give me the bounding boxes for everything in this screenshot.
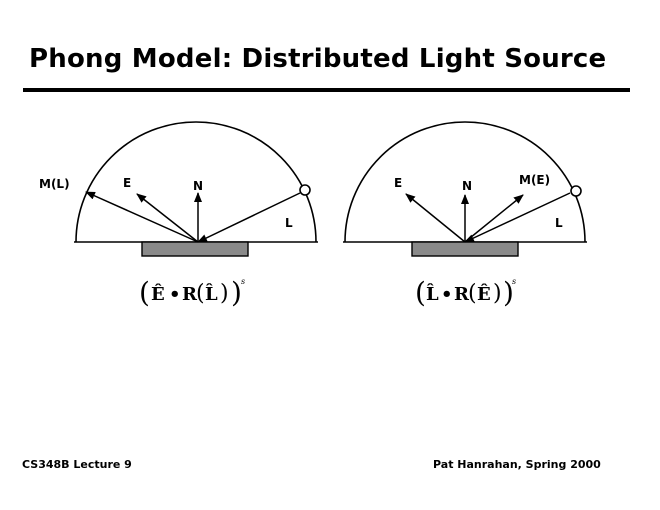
title-rule — [23, 88, 630, 92]
right-label-e: E — [394, 176, 402, 190]
left-formula-b: L̂ — [205, 283, 218, 305]
left-light-source-icon — [299, 184, 311, 196]
svg-text:(: ( — [468, 281, 477, 306]
right-formula: ( L̂ • R ( Ê ) ) s — [415, 276, 516, 309]
right-label-n: N — [462, 179, 472, 193]
right-label-m: M(E) — [519, 173, 550, 187]
slide-title: Phong Model: Distributed Light Source — [29, 44, 607, 74]
left-formula: ( Ê • R ( L̂ ) ) s — [139, 276, 245, 309]
right-label-l: L — [555, 216, 563, 230]
left-arrow-e — [136, 193, 199, 243]
left-arrow-l — [197, 192, 301, 243]
left-arrow-m — [85, 191, 199, 243]
svg-text:): ) — [503, 276, 514, 309]
right-formula-dot: • — [441, 284, 453, 305]
left-formula-dot: • — [169, 284, 181, 305]
right-formula-r: R — [454, 284, 470, 305]
left-formula-a: Ê — [151, 282, 165, 305]
left-formula-exponent: s — [241, 277, 245, 286]
left-label-l: L — [285, 216, 293, 230]
left-label-e: E — [123, 176, 131, 190]
right-formula-a: L̂ — [426, 283, 439, 305]
svg-text:(: ( — [139, 276, 150, 309]
svg-text:): ) — [231, 276, 242, 309]
left-label-m: M(L) — [39, 177, 70, 191]
left-surface — [141, 241, 249, 257]
right-arrow-l — [464, 192, 571, 243]
footer-author: Pat Hanrahan, Spring 2000 — [433, 458, 601, 471]
footer-course: CS348B Lecture 9 — [22, 458, 132, 471]
right-diagram: E N M(E) L ( L̂ • R ( Ê ) ) s — [343, 121, 587, 309]
left-label-n: N — [193, 179, 203, 193]
svg-text:): ) — [493, 281, 502, 306]
right-formula-b: Ê — [477, 282, 491, 305]
left-diagram: M(L) E N L ( Ê • R ( L̂ ) ) s — [39, 121, 318, 309]
right-surface — [411, 241, 519, 257]
right-light-source-icon — [570, 185, 582, 197]
svg-text:): ) — [220, 281, 229, 306]
svg-text:(: ( — [415, 276, 426, 309]
right-arrow-m — [464, 194, 524, 243]
left-formula-r: R — [182, 284, 198, 305]
svg-text:(: ( — [196, 281, 205, 306]
right-formula-exponent: s — [512, 277, 516, 286]
right-arrow-e — [405, 193, 466, 243]
